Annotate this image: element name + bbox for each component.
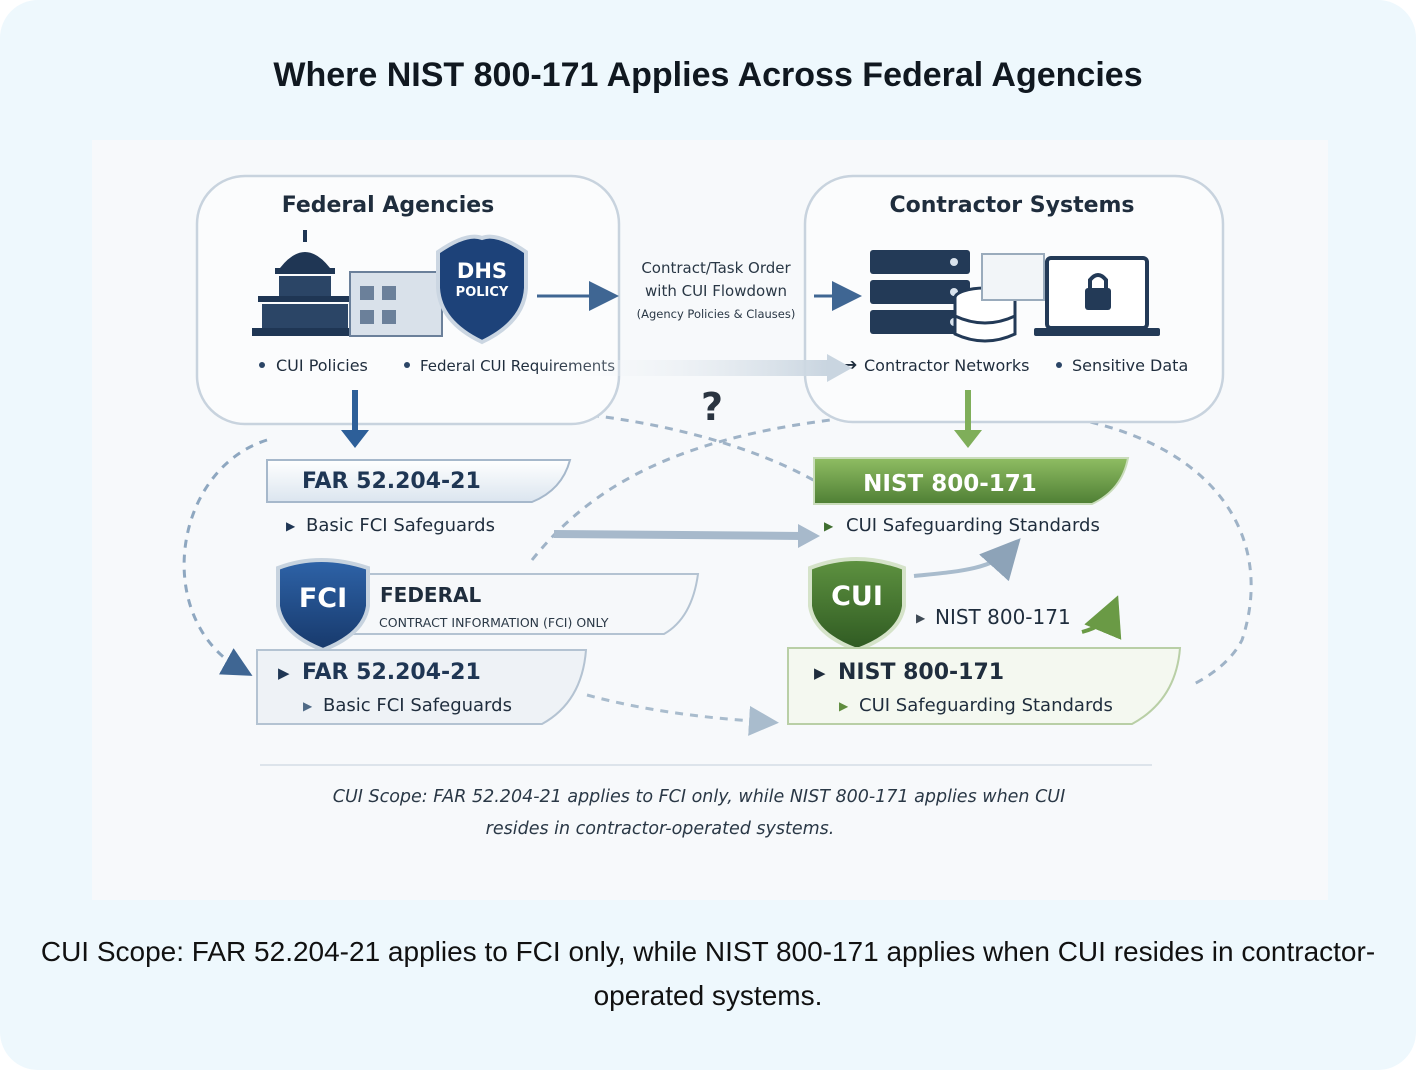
far-box-bullet: ▶ bbox=[278, 664, 290, 682]
flow-band bbox=[537, 360, 827, 376]
scope-note-line1: CUI Scope: FAR 52.204-21 applies to FCI … bbox=[333, 787, 1066, 807]
contractor-systems-heading: Contractor Systems bbox=[889, 193, 1134, 218]
flow-label-line3: (Agency Policies & Clauses) bbox=[637, 307, 796, 321]
cui-badge: CUI bbox=[831, 581, 883, 612]
far-banner-label: FAR 52.204-21 bbox=[302, 469, 481, 494]
federal-agencies-heading: Federal Agencies bbox=[282, 193, 495, 218]
nist-banner-label: NIST 800-171 bbox=[863, 471, 1037, 497]
nist-box-sub: CUI Safeguarding Standards bbox=[859, 695, 1113, 716]
cui-arrow-bullet: ▶ bbox=[916, 611, 926, 625]
government-building-icon bbox=[349, 271, 443, 337]
nist-box-sub-bullet: ▶ bbox=[839, 699, 849, 713]
cui-arrow-lower bbox=[1081, 595, 1122, 640]
far-box-sub: Basic FCI Safeguards bbox=[323, 695, 512, 716]
far-banner-sub: Basic FCI Safeguards bbox=[306, 515, 495, 536]
fci-line1: FEDERAL bbox=[380, 583, 481, 607]
contractor-systems-box: Contractor Systems bbox=[803, 174, 1225, 424]
flow-band-arrowhead bbox=[827, 354, 852, 382]
page-title: Where NIST 800-171 Applies Across Federa… bbox=[273, 56, 1143, 94]
nist-banner-bullet: ▶ bbox=[824, 519, 834, 533]
dashed-loop-middle bbox=[530, 408, 1253, 687]
dhs-shield-line2: POLICY bbox=[456, 285, 509, 300]
federal-agencies-box: Federal Agencies DHS bbox=[195, 174, 621, 426]
diagram: Federal Agencies DHS bbox=[182, 174, 1253, 839]
far-banner: FAR 52.204-21 ▶ Basic FCI Safeguards bbox=[266, 459, 572, 536]
scope-note-line2: resides in contractor-operated systems. bbox=[486, 819, 835, 839]
contractor-bullet-sensitive-data: Sensitive Data bbox=[1072, 356, 1188, 375]
capitol-icon bbox=[252, 230, 358, 336]
laptop-lock-icon bbox=[1034, 256, 1160, 336]
dashed-loop-bottom bbox=[586, 693, 779, 736]
flow-label-line2: with CUI Flowdown bbox=[645, 282, 787, 300]
cui-arrow-label: NIST 800-171 bbox=[935, 605, 1071, 629]
nist-banner: NIST 800-171 ▶ CUI Safeguarding Standard… bbox=[813, 457, 1130, 536]
question-mark: ? bbox=[701, 385, 723, 429]
server-rack-icon bbox=[870, 250, 970, 334]
far-box-label: FAR 52.204-21 bbox=[302, 660, 481, 685]
nist-banner-sub: CUI Safeguarding Standards bbox=[846, 515, 1100, 536]
database-icon bbox=[953, 286, 1017, 343]
figure-caption: CUI Scope: FAR 52.204-21 applies to FCI … bbox=[40, 936, 1376, 1011]
fci-section: FCI FEDERAL CONTRACT INFORMATION (FCI) O… bbox=[276, 558, 700, 653]
cui-section: CUI ▶ NIST 800-171 bbox=[808, 538, 1122, 653]
far-banner-bullet: ▶ bbox=[286, 519, 296, 533]
nist-box: ▶ NIST 800-171 ▶ CUI Safeguarding Standa… bbox=[787, 647, 1182, 725]
contractor-bullet-networks: Contractor Networks bbox=[864, 356, 1029, 375]
far-box: ▶ FAR 52.204-21 ▶ Basic FCI Safeguards bbox=[256, 649, 588, 725]
dashed-loop-top bbox=[351, 407, 823, 487]
agencies-bullet-cui-policies: CUI Policies bbox=[276, 356, 368, 375]
dashed-loop-left bbox=[182, 438, 268, 676]
nist-box-label: NIST 800-171 bbox=[838, 660, 1004, 685]
nist-box-bullet: ▶ bbox=[814, 664, 826, 682]
monitor-icon bbox=[981, 253, 1045, 301]
far-to-nist-arrow bbox=[553, 530, 803, 540]
fci-line2: CONTRACT INFORMATION (FCI) ONLY bbox=[379, 615, 609, 630]
fci-badge: FCI bbox=[299, 583, 347, 614]
dhs-shield-line1: DHS bbox=[457, 259, 507, 283]
far-box-sub-bullet: ▶ bbox=[303, 699, 313, 713]
dhs-shield-icon: DHS POLICY bbox=[436, 234, 528, 345]
cui-arrow-upper bbox=[913, 538, 1021, 582]
flow-label-line1: Contract/Task Order bbox=[641, 259, 791, 277]
